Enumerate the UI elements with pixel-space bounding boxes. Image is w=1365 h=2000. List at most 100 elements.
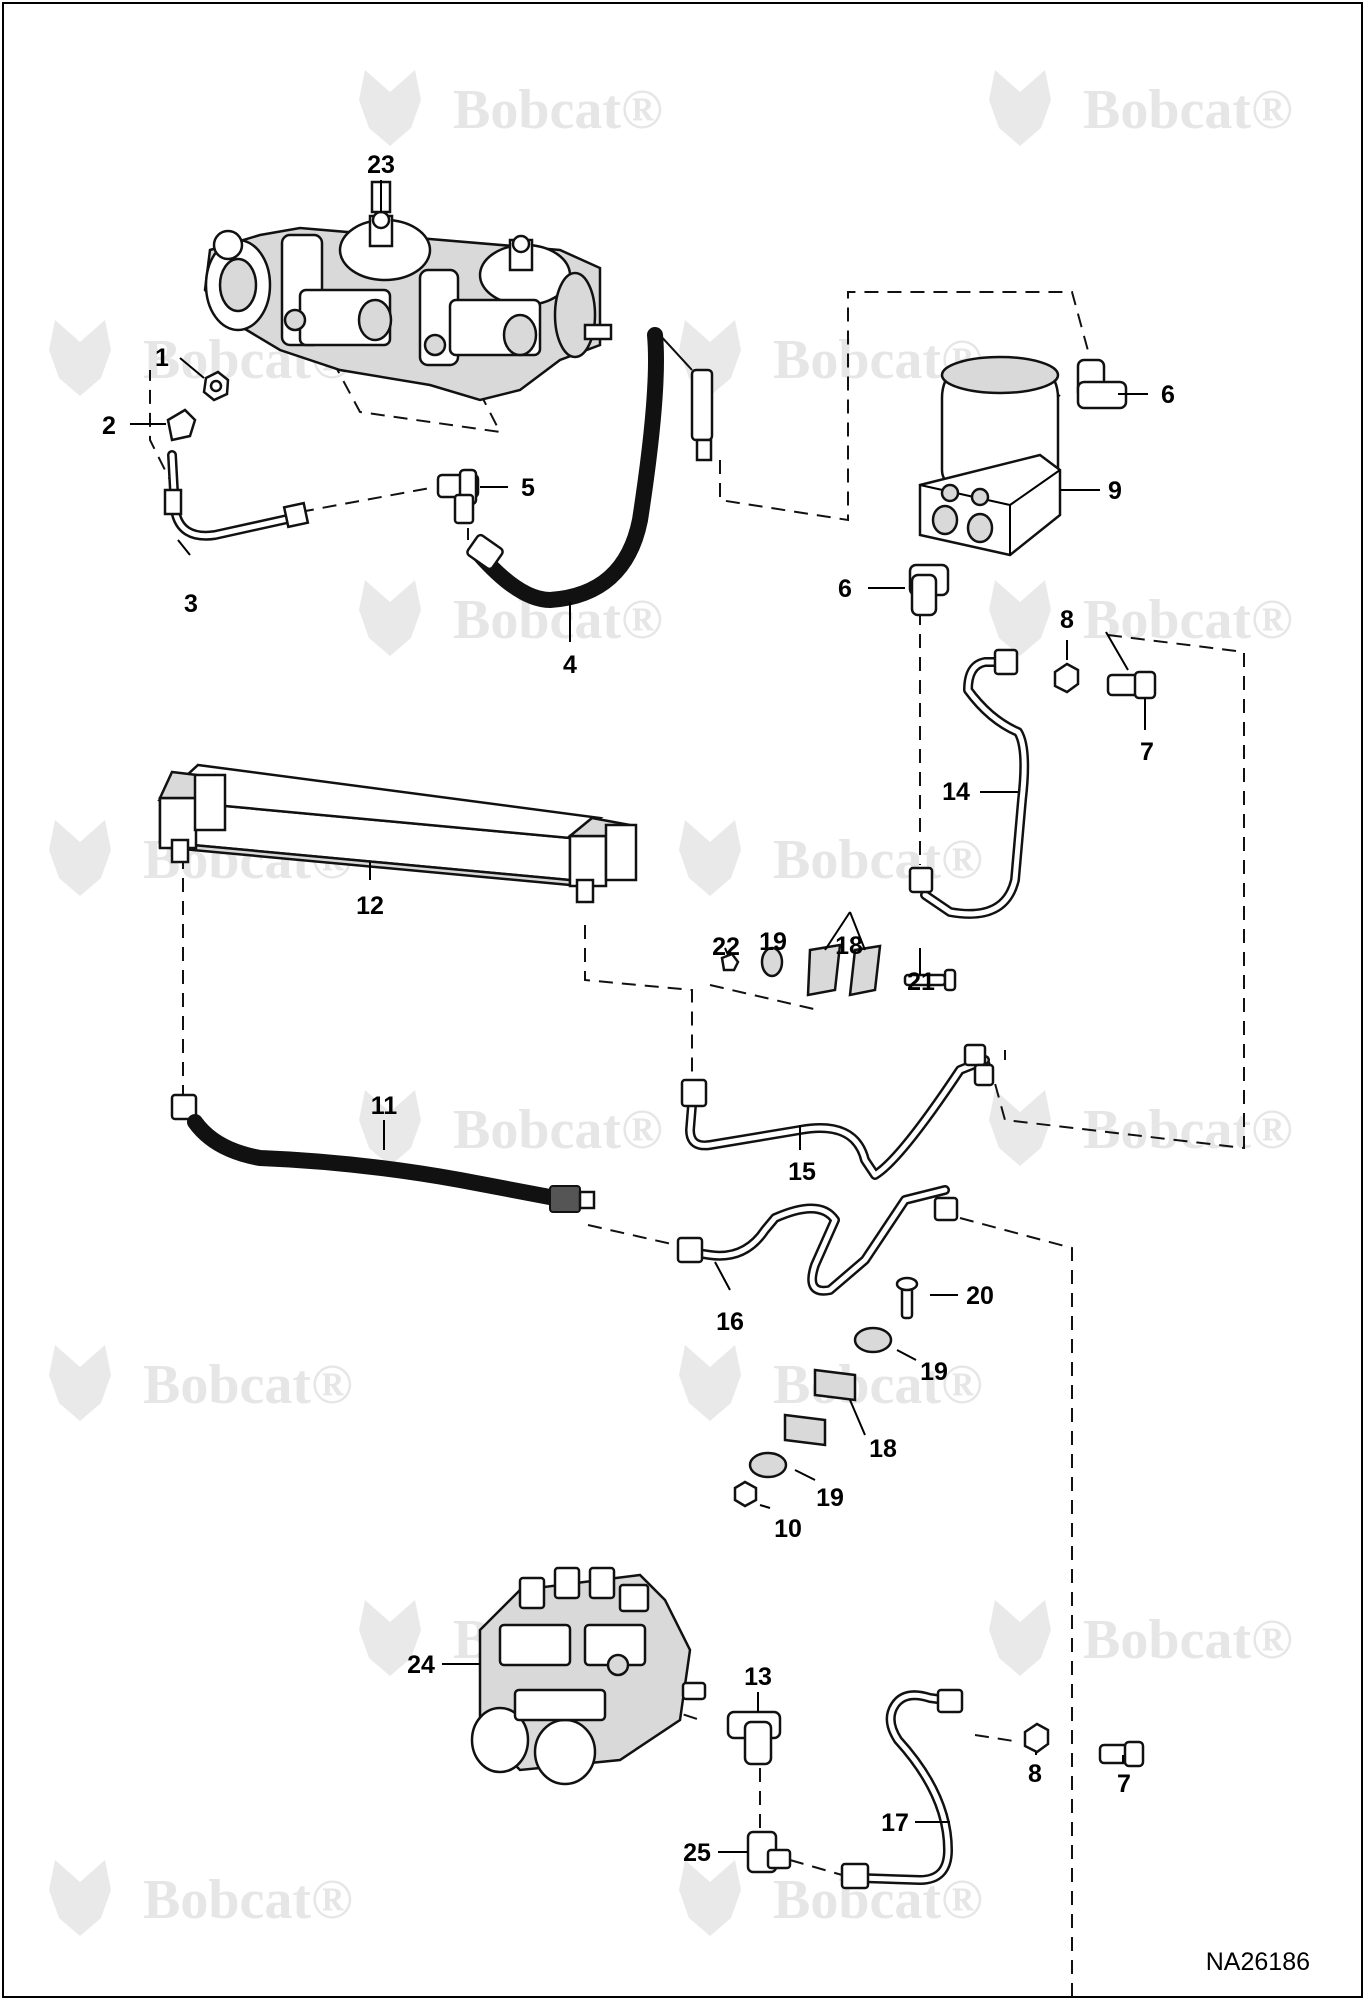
elbow-fitting-13 [726, 1710, 782, 1766]
callout-3: 3 [184, 590, 198, 618]
watermark-brand: Bobcat® [143, 1354, 353, 1416]
watermark-logo [359, 70, 421, 146]
watermark-tile: Bobcat® [359, 1090, 663, 1166]
watermark-brand: Bobcat® [1083, 1099, 1293, 1161]
callout-7-lower: 7 [1117, 1770, 1131, 1798]
washer-19-lower [748, 1451, 788, 1479]
callout-leader-lines [130, 180, 1148, 1853]
watermark-tile: Bobcat® [49, 1860, 353, 1936]
watermark-logo [49, 1345, 111, 1421]
callout-14: 14 [942, 778, 970, 806]
watermark-tile: Bobcat® [679, 320, 983, 396]
watermark-brand: Bobcat® [453, 1099, 663, 1161]
hydrostatic-pump-assembly [203, 180, 613, 402]
watermark-logo [679, 820, 741, 896]
hose-11 [170, 1093, 596, 1213]
watermark-brand: Bobcat® [773, 829, 983, 891]
callout-16: 16 [716, 1308, 744, 1336]
filter-assembly-9 [918, 355, 1062, 557]
callout-22: 22 [712, 933, 740, 961]
callout-4: 4 [563, 651, 577, 679]
watermark-logo [679, 1345, 741, 1421]
control-valve-24 [470, 1566, 707, 1786]
nut-8-lower [1023, 1722, 1050, 1754]
hose-4 [466, 327, 714, 608]
callout-1: 1 [155, 344, 169, 372]
callout-17: 17 [881, 1809, 909, 1837]
callout-8-lower: 8 [1028, 1760, 1042, 1788]
tube-3 [163, 450, 310, 541]
callout-2: 2 [102, 412, 116, 440]
callout-18-upper: 18 [835, 932, 863, 960]
callout-9: 9 [1108, 477, 1122, 505]
elbow-fitting-6-lower [908, 563, 950, 617]
callout-12: 12 [356, 892, 384, 920]
callout-5: 5 [521, 474, 535, 502]
callout-19-lower: 19 [816, 1484, 844, 1512]
watermark-logo [679, 1860, 741, 1936]
callout-20: 20 [966, 1282, 994, 1310]
clamp-18-lower [783, 1368, 857, 1447]
callout-8-upper: 8 [1060, 606, 1074, 634]
callout-10: 10 [774, 1515, 802, 1543]
watermark-brand: Bobcat® [1083, 1609, 1293, 1671]
watermark-logo [359, 1090, 421, 1166]
callout-6-lower: 6 [838, 575, 852, 603]
clamp-18-upper [806, 943, 882, 997]
callout-23: 23 [367, 151, 395, 179]
watermark-tile: Bobcat® [989, 70, 1293, 146]
callout-13: 13 [744, 1663, 772, 1691]
watermark-brand: Bobcat® [1083, 589, 1293, 651]
bolt-20 [895, 1276, 919, 1320]
watermark-tile: Bobcat® [989, 1090, 1293, 1166]
watermark-brand: Bobcat® [453, 79, 663, 141]
watermark-logo [49, 320, 111, 396]
tube-14 [908, 648, 1030, 919]
fitting-25 [746, 1830, 792, 1874]
watermark-tile: Bobcat® [989, 580, 1293, 656]
watermark-logo [989, 1090, 1051, 1166]
tee-fitting-5 [436, 468, 480, 525]
watermark-logo [49, 820, 111, 896]
tube-17 [840, 1688, 964, 1890]
callout-25: 25 [683, 1839, 711, 1867]
fitting-7-lower [1098, 1740, 1145, 1768]
watermark-brand: Bobcat® [1083, 79, 1293, 141]
watermark-logo [359, 580, 421, 656]
watermark-tile: Bobcat® [679, 1345, 983, 1421]
callout-21: 21 [907, 968, 935, 996]
nut-10 [733, 1480, 758, 1508]
callout-24: 24 [407, 1651, 435, 1679]
callout-19-upper: 19 [759, 928, 787, 956]
tube-16 [676, 1185, 959, 1296]
callout-11: 11 [371, 1092, 398, 1120]
watermark-tile: Bobcat® [359, 70, 663, 146]
fitting-7-upper [1106, 670, 1157, 700]
tube-15 [680, 1043, 995, 1180]
oil-cooler-12 [157, 763, 638, 904]
diagram-code: NA26186 [1206, 1948, 1310, 1976]
callout-labels: 23 1 2 5 3 4 6 9 6 8 7 14 12 22 19 18 21… [102, 151, 1175, 1867]
callout-19-middle: 19 [920, 1358, 948, 1386]
nut-22 [720, 952, 740, 972]
callout-15: 15 [788, 1158, 816, 1186]
watermark-tile: Bobcat® [49, 1345, 353, 1421]
callout-7-upper: 7 [1140, 738, 1154, 766]
watermark-logo [49, 1860, 111, 1936]
watermark-logo [989, 1600, 1051, 1676]
callout-6-upper: 6 [1161, 381, 1175, 409]
callout-18-lower: 18 [869, 1435, 897, 1463]
watermark-logo [359, 1600, 421, 1676]
watermark-logo [989, 70, 1051, 146]
fitting-2 [166, 408, 197, 442]
watermark-tile: Bobcat® [989, 1600, 1293, 1676]
elbow-fitting-6-upper [1076, 358, 1128, 410]
watermark-logo [989, 580, 1051, 656]
washer-19-middle [853, 1326, 893, 1354]
watermark-brand: Bobcat® [143, 1869, 353, 1931]
bolt-21 [903, 968, 957, 992]
watermark-tile: Bobcat® [679, 820, 983, 896]
